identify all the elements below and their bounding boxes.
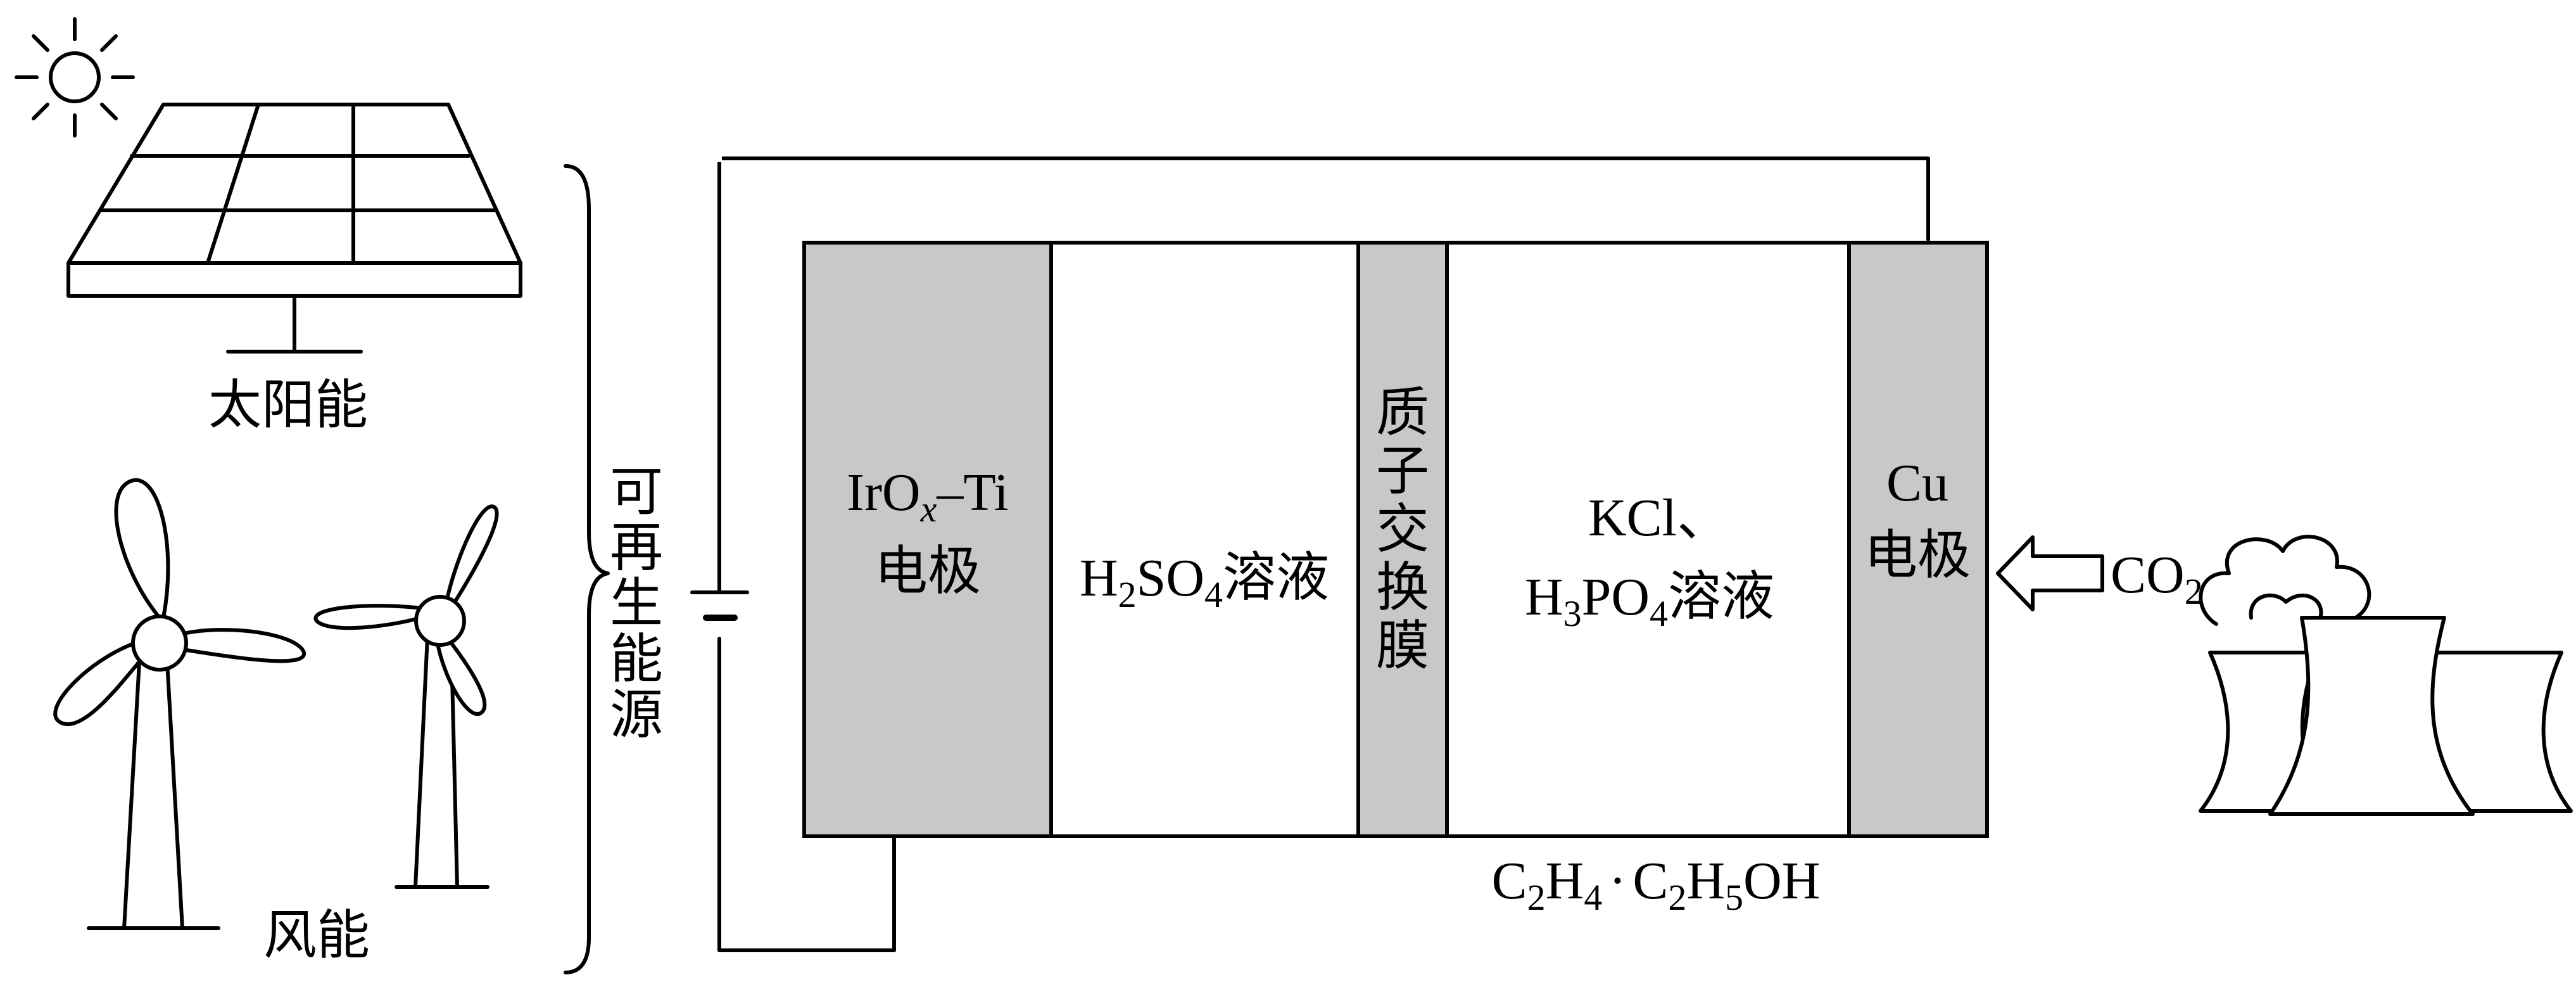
cathode-label-line2: 电极 bbox=[1864, 526, 1971, 585]
svg-text:交: 交 bbox=[1376, 501, 1429, 559]
circuit-wire bbox=[657, 156, 1930, 952]
catholyte-label-line1: KCl、 bbox=[1588, 488, 1730, 547]
battery-icon bbox=[690, 590, 749, 621]
brace bbox=[564, 164, 610, 974]
proton-exchange-membrane bbox=[1356, 241, 1449, 838]
svg-text:换: 换 bbox=[1376, 559, 1429, 618]
svg-text:生: 生 bbox=[610, 575, 663, 634]
svg-text:能: 能 bbox=[610, 630, 663, 689]
wind-label: 风能 bbox=[263, 907, 370, 966]
cathode-label-line1: Cu bbox=[1886, 454, 1948, 513]
anolyte-label: H2SO4溶液 bbox=[1080, 549, 1329, 615]
svg-text:膜: 膜 bbox=[1376, 617, 1429, 676]
svg-text:源: 源 bbox=[610, 686, 663, 745]
solar-panel-icon bbox=[66, 103, 522, 354]
cell bbox=[802, 241, 1989, 838]
catholyte-label-line2: H3PO4溶液 bbox=[1525, 568, 1774, 634]
wind-turbine-icon bbox=[53, 478, 499, 930]
co2-label: CO2 bbox=[2111, 545, 2203, 612]
svg-text:质: 质 bbox=[1376, 384, 1429, 443]
products-label: C2H4·C2H5OH bbox=[1492, 851, 1821, 918]
sun-icon bbox=[15, 17, 135, 137]
anode-label-line2: 电极 bbox=[874, 542, 981, 601]
anolyte-region bbox=[1049, 241, 1360, 838]
svg-text:可: 可 bbox=[610, 463, 663, 522]
solar-label: 太阳能 bbox=[208, 376, 368, 435]
svg-text:再: 再 bbox=[610, 519, 663, 578]
renewable-label: 可 再 生 能 源 bbox=[610, 463, 663, 745]
catholyte-region bbox=[1445, 241, 1851, 838]
arrow-right-icon bbox=[1996, 535, 2104, 611]
factory-chimney-icon bbox=[2199, 535, 2573, 816]
cathode-electrode bbox=[1847, 241, 1989, 838]
anode-electrode bbox=[802, 241, 1053, 838]
membrane-label: 质 子 交 换 膜 bbox=[1376, 384, 1429, 676]
svg-text:子: 子 bbox=[1376, 442, 1429, 501]
anode-label-line1: IrOx–Ti bbox=[847, 463, 1009, 530]
